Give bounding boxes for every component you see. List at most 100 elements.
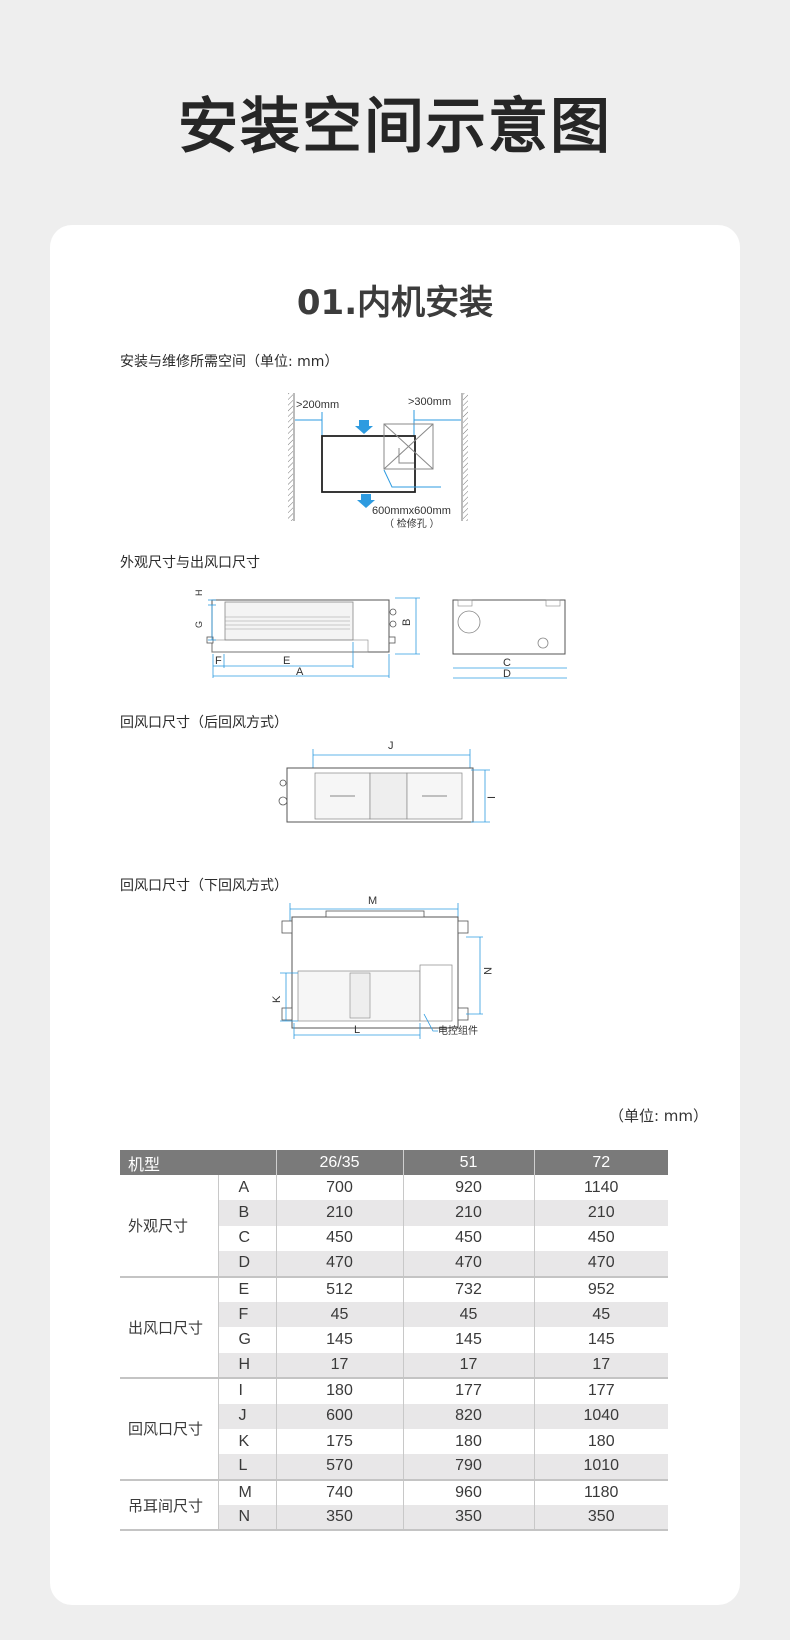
cell: 1140: [533, 1175, 668, 1201]
cell: 350: [533, 1505, 668, 1532]
install-space-diagram: >200mm >300mm 600mmx600mm （ 检修孔 ）: [288, 393, 468, 530]
cell: 450: [402, 1225, 534, 1252]
row-key: L: [217, 1454, 276, 1480]
cell: 17: [533, 1352, 668, 1379]
cell: 177: [402, 1377, 534, 1404]
row-key: K: [217, 1428, 276, 1455]
control-assembly-label: 电控组件: [438, 1024, 478, 1037]
table-row: D 470 470 470: [120, 1251, 668, 1277]
row-key: N: [217, 1505, 276, 1532]
table-row: C 450 450 450: [120, 1225, 668, 1252]
header-col-1: 26/35: [275, 1150, 403, 1175]
cell: 1180: [533, 1478, 668, 1506]
left-clearance-label: >200mm: [296, 399, 339, 411]
heading-return-rear: 回风口尺寸（后回风方式）: [120, 715, 288, 731]
content-card: 01.内机安装 安装与维修所需空间（单位: mm） >200mm >300mm …: [50, 225, 740, 1605]
access-hole-label: （ 检修孔 ）: [384, 517, 440, 530]
cell: 145: [533, 1327, 668, 1353]
row-key: D: [217, 1251, 276, 1277]
cell: 210: [275, 1200, 403, 1226]
cell: 790: [402, 1454, 534, 1480]
table-row: 回风口尺寸 I 180 177 177: [120, 1377, 668, 1480]
heading-install-space: 安装与维修所需空间（单位: mm）: [120, 354, 339, 370]
cell: 180: [275, 1377, 403, 1404]
access-size-label: 600mmx600mm: [372, 505, 451, 517]
cell: 1040: [533, 1403, 668, 1429]
row-key: E: [217, 1275, 276, 1302]
group-label: 回风口尺寸: [120, 1377, 218, 1480]
label-d: D: [503, 668, 511, 680]
cell: 17: [275, 1352, 403, 1379]
cell: 470: [275, 1251, 403, 1277]
cell: 180: [533, 1428, 668, 1455]
cell: 210: [533, 1200, 668, 1226]
cell: 450: [275, 1225, 403, 1252]
table-row: G 145 145 145: [120, 1327, 668, 1353]
cell: 700: [275, 1175, 403, 1201]
table-row: K 175 180 180: [120, 1428, 668, 1455]
cell: 45: [533, 1301, 668, 1328]
row-key: G: [217, 1327, 276, 1353]
table-row: 外观尺寸 A 700 920 1140: [120, 1175, 668, 1277]
section-title: 01.内机安装: [296, 283, 494, 323]
group-label: 吊耳间尺寸: [120, 1478, 218, 1532]
label-l: L: [354, 1024, 360, 1036]
dimension-table: 机型 26/35 51 72 外观尺寸 A 700 920 1140 B 210…: [120, 1150, 668, 1532]
label-n: N: [481, 967, 493, 975]
table-row: 出风口尺寸 E 512 732 952: [120, 1275, 668, 1379]
cell: 740: [275, 1478, 403, 1506]
cell: 450: [533, 1225, 668, 1252]
cell: 600: [275, 1403, 403, 1429]
cell: 45: [275, 1301, 403, 1328]
cell: 145: [275, 1327, 403, 1353]
label-j: J: [388, 740, 394, 752]
label-a: A: [296, 666, 304, 678]
return-bottom-diagram: M N K L 电控组件: [271, 895, 493, 1039]
header-col-2: 51: [402, 1150, 534, 1175]
cell: 350: [275, 1505, 403, 1532]
table-row: 吊耳间尺寸 M 740 960 1180: [120, 1478, 668, 1532]
header-model: 机型: [120, 1150, 276, 1175]
heading-return-bottom: 回风口尺寸（下回风方式）: [120, 878, 288, 894]
label-f: F: [215, 655, 222, 667]
header-col-3: 72: [533, 1150, 668, 1175]
row-key: H: [217, 1352, 276, 1379]
row-key: F: [217, 1301, 276, 1328]
cell: 177: [533, 1377, 668, 1404]
table-row: H 17 17 17: [120, 1352, 668, 1379]
heading-appearance: 外观尺寸与出风口尺寸: [120, 555, 260, 571]
cell: 180: [402, 1428, 534, 1455]
label-b: B: [401, 619, 413, 626]
label-g: G: [194, 621, 204, 628]
cell: 470: [402, 1251, 534, 1277]
cell: 145: [402, 1327, 534, 1353]
cell: 570: [275, 1454, 403, 1480]
table-row: N 350 350 350: [120, 1505, 668, 1532]
label-e: E: [283, 655, 290, 667]
row-key: M: [217, 1478, 276, 1506]
cell: 732: [402, 1275, 534, 1302]
table-header-row: 机型 26/35 51 72: [120, 1150, 668, 1175]
cell: 952: [533, 1275, 668, 1302]
table-row: F 45 45 45: [120, 1301, 668, 1328]
row-key: A: [217, 1175, 276, 1201]
cell: 512: [275, 1275, 403, 1302]
right-clearance-label: >300mm: [408, 396, 451, 408]
table-row: J 600 820 1040: [120, 1403, 668, 1429]
table-row: B 210 210 210: [120, 1200, 668, 1226]
row-key: I: [217, 1377, 276, 1404]
label-h: H: [194, 590, 204, 597]
row-key: B: [217, 1200, 276, 1226]
cell: 175: [275, 1428, 403, 1455]
unit-note: （单位: mm）: [608, 1107, 708, 1125]
cell: 960: [402, 1478, 534, 1506]
cell: 45: [402, 1301, 534, 1328]
label-i: I: [486, 796, 495, 799]
label-c: C: [503, 657, 511, 669]
return-rear-diagram: J I: [278, 740, 495, 823]
group-label: 外观尺寸: [120, 1175, 218, 1277]
cell: 920: [402, 1175, 534, 1201]
cell: 1010: [533, 1454, 668, 1480]
appearance-diagram: H G F E A B C D: [194, 590, 567, 680]
row-key: C: [217, 1225, 276, 1252]
